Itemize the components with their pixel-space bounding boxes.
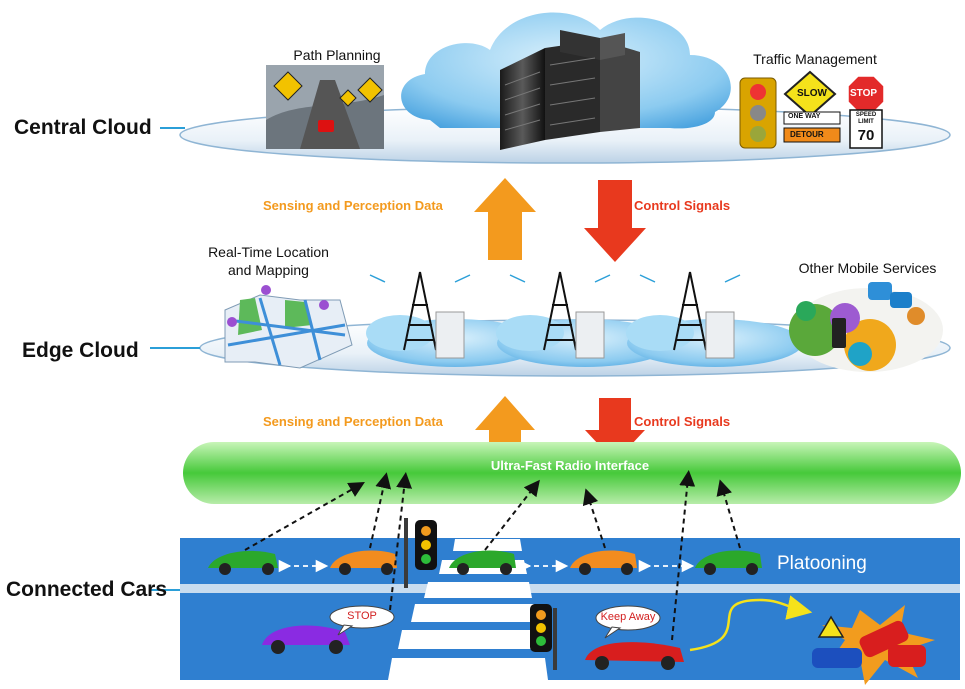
control-label-lower: Control Signals (634, 414, 731, 429)
stop-bubble (329, 605, 395, 636)
sign-oneway-text: ONE WAY (788, 113, 821, 120)
radio-interface-label: Ultra-Fast Radio Interface (490, 458, 650, 473)
swerve-path (689, 595, 813, 652)
other-services-label: Other Mobile Services (798, 260, 937, 276)
edge-server-icon (435, 311, 735, 359)
layer-label-edge: Edge Cloud (22, 339, 139, 362)
sign-speed-limit-text: SPEED LIMIT (855, 112, 877, 125)
car-green-3 (695, 550, 762, 575)
layer-label-central: Central Cloud (14, 116, 152, 139)
path-planning-image (266, 65, 384, 149)
rtlm-label-line1: Real-Time Location (208, 244, 329, 260)
sign-slow-text: SLOW (797, 88, 827, 99)
radio-uplinks (244, 470, 741, 641)
stop-bubble-text: STOP (347, 610, 377, 622)
sensing-label-upper: Sensing and Perception Data (263, 198, 443, 213)
radio-tower-icon (369, 271, 741, 351)
sign-stop-text: STOP (850, 88, 878, 99)
car-orange-1 (330, 550, 397, 575)
control-label-upper: Control Signals (634, 198, 731, 213)
car-green-1 (208, 550, 278, 575)
keep-away-bubble-text: Keep Away (600, 611, 656, 623)
car-purple (262, 625, 350, 654)
path-planning-label: Path Planning (293, 47, 381, 63)
car-green-2 (449, 550, 516, 575)
sensing-label-lower: Sensing and Perception Data (263, 414, 443, 429)
rtlm-label-line2: and Mapping (228, 262, 309, 278)
platooning-label: Platooning (777, 553, 867, 574)
sign-detour-text: DETOUR (790, 130, 824, 139)
server-rack-icon (500, 30, 640, 150)
accident-image (812, 605, 935, 685)
radio-interface-band (183, 442, 961, 504)
sign-speed-value-text: 70 (857, 127, 875, 144)
traffic-management-image (739, 70, 885, 149)
layer-label-cars: Connected Cars (6, 578, 168, 601)
upper-sensing-arrow (474, 178, 536, 260)
map-image (224, 285, 353, 369)
car-red (585, 642, 684, 670)
mobile-services-image (789, 282, 943, 372)
car-orange-2 (570, 550, 637, 575)
traffic-management-label: Traffic Management (753, 51, 877, 67)
upper-control-arrow (584, 180, 646, 262)
traffic-light-icon (404, 518, 557, 670)
keep-away-bubble (595, 605, 661, 639)
